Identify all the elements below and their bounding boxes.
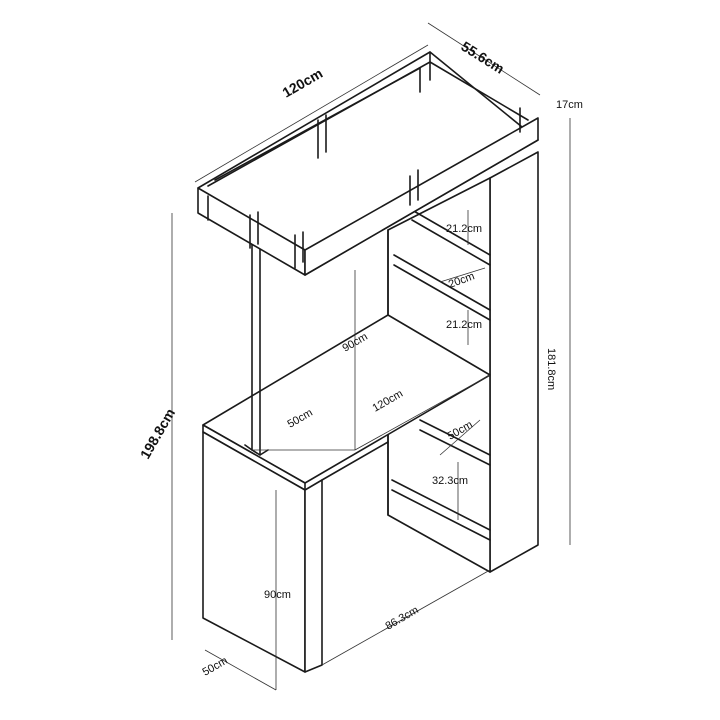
label-leg-depth: 50cm <box>201 655 230 679</box>
dimension-lines <box>171 22 571 691</box>
desk-body <box>202 314 491 673</box>
label-shelf-gap-1: 21.2cm <box>446 223 482 235</box>
label-desk-height: 90cm <box>264 589 291 601</box>
rear-post <box>244 234 269 456</box>
label-top-width: 120cm <box>280 65 326 101</box>
label-tower-height: 181.8cm <box>545 348 557 390</box>
label-knee-width: 86.3cm <box>384 604 421 632</box>
top-frame <box>197 51 539 276</box>
label-top-depth: 55.6cm <box>458 38 507 77</box>
label-lower-shelf-gap: 32.3cm <box>432 475 468 487</box>
label-shelf-gap-2: 21.2cm <box>446 319 482 331</box>
label-top-height: 17cm <box>556 99 583 111</box>
